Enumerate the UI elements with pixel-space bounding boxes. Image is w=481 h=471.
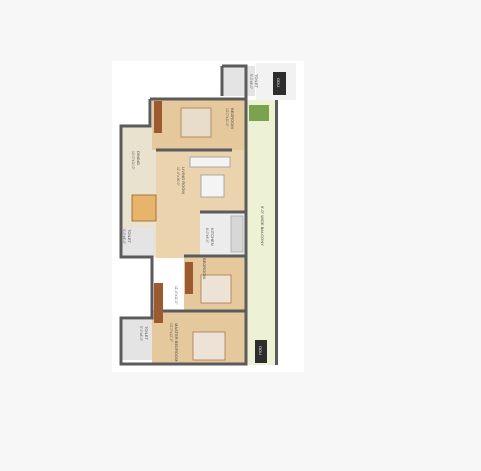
- master-wardrobe: [154, 283, 163, 323]
- living-dim: 11'-0"x16'-0": [176, 167, 180, 187]
- kitchen-counter: [230, 215, 244, 253]
- odu-bottom-label: ODU: [258, 346, 263, 355]
- master-bedroom-name: MASTER BEDROOM: [174, 323, 179, 361]
- dining-name: DINING: [136, 151, 141, 165]
- odu-top-label: ODU: [276, 78, 281, 87]
- toilet-bottom-name: TOILET: [144, 326, 149, 340]
- master-bedroom-dim: 13'-0"x12'-0": [169, 323, 173, 343]
- dining-dim: 10'-0"x11'-0": [131, 151, 135, 171]
- kitchen-dim: 8'-0"x9'-0": [205, 228, 209, 244]
- toilet-top-floor: [223, 66, 255, 96]
- bedroom2-name: BEDROOM: [202, 258, 207, 279]
- bedroom2-dim: 11'-0"x11'-0": [174, 286, 178, 305]
- balcony-label: 6'-0" WIDE BALCONY: [260, 206, 265, 246]
- toilet-bottom-dim: 5'-0"x8'-0": [139, 326, 143, 342]
- balcony-floor: [247, 100, 277, 365]
- balcony-railing: [275, 100, 278, 365]
- toilet-mid-floor: [121, 228, 154, 258]
- odu-top-box: [273, 72, 286, 95]
- living-sofa: [189, 156, 231, 168]
- bedroom-bed: [180, 107, 212, 138]
- bedroom-wardrobe: [154, 101, 162, 133]
- toilet-mid-name: TOILET: [127, 229, 132, 243]
- master-bed: [192, 331, 226, 361]
- toilet-mid-dim: 5'-0"x8'-0": [122, 229, 126, 245]
- odu-bottom-box: [255, 340, 267, 363]
- toilet-top-dim: 5'-0"x8'-0": [249, 74, 253, 90]
- plants: [249, 105, 269, 121]
- kitchen-name: KITCHEN: [210, 228, 215, 246]
- bedroom2-bed: [200, 274, 232, 304]
- toilet-top-name: TOILET: [254, 74, 259, 88]
- outer-wall: [119, 64, 248, 366]
- dining-table: [131, 194, 157, 222]
- bedroom-name: BEDROOM: [230, 108, 235, 129]
- living-name: LIVING ROOM: [181, 167, 186, 194]
- living-table: [200, 174, 225, 198]
- toilet-bottom-floor: [121, 320, 152, 360]
- bedroom2-wardrobe: [185, 262, 193, 294]
- bedroom-dim: 13'-0"x11'-0": [225, 108, 229, 128]
